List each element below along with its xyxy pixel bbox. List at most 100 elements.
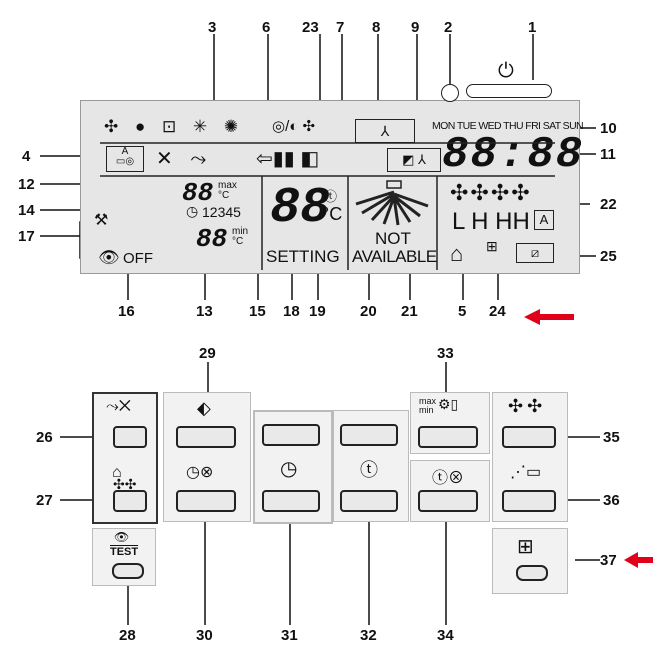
- callout-27: 27: [36, 492, 53, 509]
- fan-speed-icon-35: ✣✣: [508, 396, 547, 416]
- callout-34: 34: [437, 627, 454, 644]
- inspection-eye-icon: 👁: [98, 248, 120, 267]
- min-degc: °C: [232, 236, 244, 247]
- callout-13: 13: [196, 303, 213, 320]
- callout-2: 2: [444, 19, 453, 36]
- test-label: TEST: [110, 546, 139, 558]
- mode-selector-icon: ⬖: [197, 398, 211, 418]
- thermo-off-icon: ⓣ⊗: [432, 470, 465, 487]
- days-label: MON TUE WED THU FRI SAT SUN: [432, 120, 584, 132]
- callout-8: 8: [372, 19, 381, 36]
- grid-icon-37: ⊞: [517, 536, 534, 558]
- ventilation-mode-button[interactable]: [113, 426, 147, 448]
- temp-down-button[interactable]: [340, 490, 398, 512]
- on-off-button[interactable]: [466, 84, 552, 98]
- callout-3: 3: [208, 19, 217, 36]
- operation-lamp: [441, 84, 459, 102]
- airflow-direction-icon-36: ⋰▭: [510, 464, 542, 481]
- callout-20: 20: [360, 303, 377, 320]
- mode-selector-button[interactable]: [176, 426, 236, 448]
- max-label: max: [218, 180, 237, 191]
- fan-speed-letters: L H HH: [452, 208, 530, 235]
- centralized-icon: A▭◎: [106, 146, 144, 172]
- callout-15: 15: [249, 303, 266, 320]
- ventilation-mode-icon: ⤳✕: [106, 398, 131, 415]
- callout-33: 33: [437, 345, 454, 362]
- house-icon: ⌂: [450, 241, 464, 266]
- airflow-box-icon: ◩ ⅄: [387, 148, 441, 172]
- max-label-33: max: [419, 396, 437, 406]
- callout-7: 7: [336, 19, 345, 36]
- fan-icon-small: ✣✣: [113, 476, 137, 492]
- ventilation-icons: ◎/◐ ✣: [272, 118, 316, 135]
- callout-18: 18: [283, 303, 300, 320]
- callout-22: 22: [600, 196, 617, 213]
- callout-32: 32: [360, 627, 377, 644]
- callout-23: 23: [302, 19, 319, 36]
- callout-17: 17: [18, 228, 35, 245]
- callout-36: 36: [603, 492, 620, 509]
- callout-5: 5: [458, 303, 467, 320]
- airflow-direction-button[interactable]: [502, 490, 556, 512]
- element-clean-icon: ⧄: [516, 243, 554, 263]
- callout-30: 30: [196, 627, 213, 644]
- callout-25: 25: [600, 248, 617, 265]
- available-label: AVAILABLE: [352, 247, 437, 266]
- set-temp-degc: °C: [322, 204, 343, 224]
- clock-icon-31: ◷: [280, 458, 298, 480]
- filter-sign-icon: ⇦▮▮ ◧: [256, 148, 320, 170]
- timer-onoff-button[interactable]: [176, 490, 236, 512]
- set-temp-digits: 88: [270, 180, 331, 237]
- max-degc: °C: [218, 190, 230, 201]
- button-group-37: [492, 528, 568, 594]
- off-label: OFF: [123, 250, 153, 267]
- timer-clock-icon: ◷: [186, 203, 199, 219]
- wrench-icon: ⚒: [94, 212, 109, 229]
- filter-reset-button[interactable]: [516, 565, 548, 581]
- lcd-screen: [80, 100, 580, 274]
- ventilation-amount-icon: ⌂: [112, 464, 122, 481]
- mode-icons-row: ✣ ● ⊡ ✳ ✺: [104, 117, 245, 136]
- callout-16: 16: [118, 303, 135, 320]
- callout-12: 12: [18, 176, 35, 193]
- clock-display: 88:88: [442, 130, 585, 180]
- temp-up-button[interactable]: [340, 424, 398, 446]
- min-temp-digits: 88: [196, 224, 228, 254]
- max-temp-digits: 88: [182, 178, 214, 208]
- callout-6: 6: [262, 19, 271, 36]
- time-up-button[interactable]: [262, 424, 320, 446]
- power-icon: ⏻: [498, 60, 514, 82]
- fan-speed-icons: ✣✣✣✣: [450, 180, 532, 205]
- thermometer-icon-32: ⓣ: [360, 460, 378, 480]
- callout-1: 1: [528, 19, 537, 36]
- callout-21: 21: [401, 303, 418, 320]
- callout-24: 24: [489, 303, 506, 320]
- callout-37: 37: [600, 552, 617, 569]
- time-down-button[interactable]: [262, 490, 320, 512]
- defrost-icon: ⊞: [486, 238, 498, 254]
- callout-14: 14: [18, 202, 35, 219]
- callout-9: 9: [411, 19, 420, 36]
- fan-speed-button[interactable]: [502, 426, 556, 448]
- callout-28: 28: [119, 627, 136, 644]
- callout-11: 11: [600, 146, 616, 163]
- callout-26: 26: [36, 429, 53, 446]
- inspection-test-button[interactable]: [112, 563, 144, 579]
- eye-icon-28: 👁: [114, 530, 130, 544]
- ventilation-mode-icons: ✕ ⤳: [156, 148, 213, 170]
- callout-31: 31: [281, 627, 298, 644]
- thermo-off-button[interactable]: [418, 490, 478, 512]
- setting-label: SETTING: [266, 247, 340, 266]
- max-min-button[interactable]: [418, 426, 478, 448]
- ventilation-amount-button[interactable]: [113, 490, 147, 512]
- min-label: min: [232, 226, 249, 237]
- max-min-icon: ⚙▯: [438, 396, 459, 412]
- not-label: NOT: [375, 229, 411, 248]
- fan-auto-box: A: [534, 210, 554, 230]
- callout-35: 35: [603, 429, 620, 446]
- timer-onoff-icon: ◷⊗: [186, 464, 214, 481]
- timer-numbers: 12345: [202, 204, 241, 220]
- callout-4: 4: [22, 148, 31, 165]
